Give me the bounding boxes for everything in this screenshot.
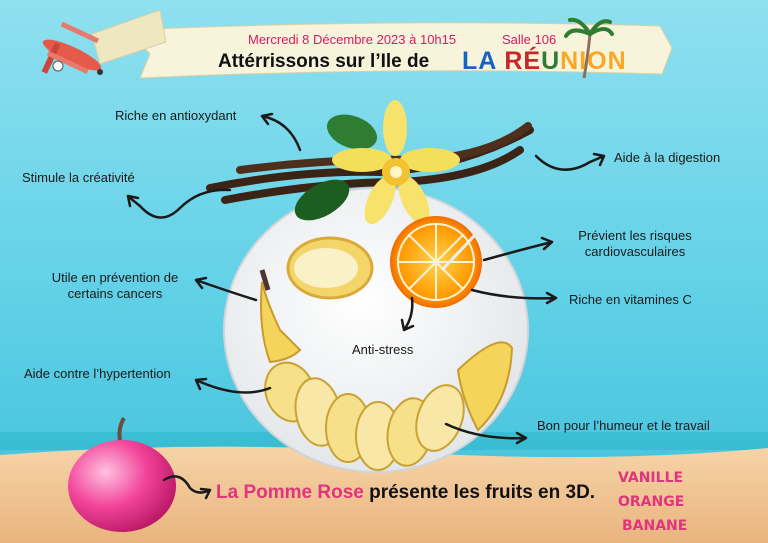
benefit-mood: Bon pour l’humeur et le travail	[537, 418, 710, 433]
arrow-hypertension	[194, 377, 272, 394]
fruit-vanilla: VANILLE	[618, 470, 684, 486]
benefit-cardio: Prévient les risques cardiovasculaires	[560, 228, 710, 261]
banner-ribbon	[126, 22, 673, 79]
benefit-cancer: Utile en prévention de certains cancers	[40, 270, 190, 303]
logo-part: RÉ	[496, 47, 542, 75]
benefit-digestion: Aide à la digestion	[614, 150, 721, 165]
reunion-logo: LA RÉUNION	[462, 46, 627, 77]
benefit-cancer-line2: certains cancers	[67, 286, 163, 302]
sand-beach	[0, 446, 768, 543]
benefit-cardio-line1: Prévient les risques	[578, 228, 692, 243]
brand-name: La Pomme Rose	[216, 482, 364, 503]
banana-slice-eye	[286, 236, 374, 300]
leaf	[326, 114, 378, 150]
event-date: Mercredi 8 Décembre 2023 à 10h15	[248, 32, 457, 47]
benefit-anti-stress: Anti-stress	[352, 342, 414, 357]
pink-apple-icon	[68, 416, 176, 532]
orange-slice-eye	[390, 216, 482, 308]
arrow-digestion	[534, 152, 606, 171]
palm-tree-icon	[564, 17, 614, 79]
arrow-antioxidant	[260, 112, 302, 152]
fruit-orange: ORANGE	[618, 494, 685, 510]
benefit-cardio-line2: cardiovasculaires	[584, 244, 686, 260]
footer-line: La Pomme Rose présente les fruits en 3D.	[216, 481, 595, 505]
arrow-mood	[444, 422, 528, 445]
banana-smile	[259, 269, 514, 471]
logo-part: U	[541, 47, 561, 75]
leaf	[294, 179, 350, 221]
logo-part: NION	[560, 47, 627, 75]
arrow-cancer	[194, 276, 258, 302]
benefit-antioxidant: Riche en antioxydant	[115, 108, 237, 123]
arrows	[126, 112, 606, 500]
benefit-cancer-line1: Utile en prévention de	[51, 270, 179, 285]
benefit-vitamin-c: Riche en vitamines C	[569, 292, 692, 307]
fruit-banana: BANANE	[622, 518, 688, 534]
arrow-vitamin	[470, 288, 558, 305]
arrow-creativity	[126, 188, 232, 219]
page-title: Attérrissons sur l’Ile de	[218, 51, 430, 72]
banner-tail	[91, 9, 167, 65]
arrow-anti-stress	[400, 296, 415, 332]
arrow-cardio	[482, 236, 554, 262]
benefit-hypertension: Aide contre l’hypertention	[24, 366, 171, 381]
footer-tagline: présente les fruits en 3D.	[363, 482, 596, 503]
vanilla-flower-icon	[332, 100, 460, 225]
logo-part: LA	[462, 47, 497, 75]
benefit-creativity: Stimule la créativité	[22, 170, 135, 185]
event-room: Salle 106	[502, 32, 557, 47]
biplane-icon	[41, 21, 103, 75]
arrow-apple	[162, 475, 212, 500]
